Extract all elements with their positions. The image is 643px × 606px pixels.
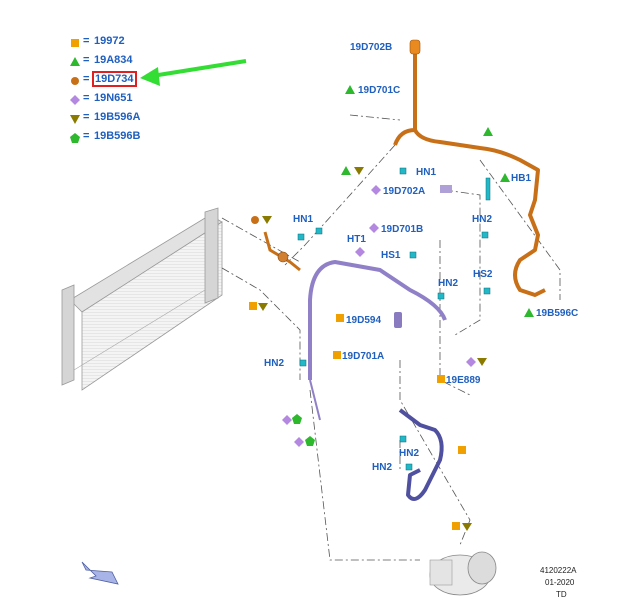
- olive-down-triangle-icon: [70, 115, 80, 124]
- label-19D701C: 19D701C: [358, 85, 400, 96]
- legend-equals: =: [83, 92, 90, 104]
- label-HS2: HS2: [473, 269, 493, 280]
- legend-code-19A834: 19A834: [94, 54, 133, 66]
- legend-code-19972: 19972: [94, 35, 125, 47]
- label-19D701A: 19D701A: [342, 351, 384, 362]
- compressor-drawing: [429, 551, 497, 596]
- hvac-line-19D734: [263, 39, 546, 297]
- label-19D702A: 19D702A: [383, 186, 425, 197]
- hvac-line-purple: [308, 185, 452, 380]
- legend-equals: =: [83, 73, 90, 85]
- label-19E889: 19E889: [446, 375, 481, 386]
- label-HN2-lower: HN2: [399, 448, 419, 459]
- legend-equals: =: [83, 35, 90, 47]
- label-19D701B: 19D701B: [381, 224, 423, 235]
- label-HS1: HS1: [381, 250, 401, 261]
- part-labels: 19D702B 19D701C HN1 HB1 19D702A HN1 HT1 …: [264, 42, 578, 473]
- purple-diamond-icon: [70, 95, 80, 105]
- green-triangle-icon: [70, 57, 80, 66]
- label-19D702B: 19D702B: [350, 42, 392, 53]
- green-pentagon-icon: [70, 133, 80, 143]
- figure-date: 01-2020: [545, 578, 575, 587]
- label-HN1-top: HN1: [416, 167, 436, 178]
- yellow-square-icon: [71, 39, 79, 47]
- label-19D594: 19D594: [346, 315, 381, 326]
- leader-lines: [221, 114, 561, 561]
- hvac-line-lower: [309, 379, 444, 501]
- legend-code-19B596B: 19B596B: [94, 130, 141, 142]
- orange-circle-icon: [71, 77, 79, 85]
- callout-symbols: [249, 85, 534, 531]
- label-HN1-left: HN1: [293, 214, 313, 225]
- pointer-arrow: [140, 59, 247, 86]
- clip-markers: [297, 167, 491, 471]
- legend-code-19B596A: 19B596A: [94, 111, 141, 123]
- front-arrow-icon: [81, 561, 119, 585]
- label-HB1: HB1: [511, 173, 531, 184]
- label-HN2-left: HN2: [264, 358, 284, 369]
- label-19B596C: 19B596C: [536, 308, 578, 319]
- legend-code-19N651: 19N651: [94, 92, 133, 104]
- legend-equals: =: [83, 54, 90, 66]
- figure-code: 4120222A: [540, 566, 577, 575]
- legend-equals: =: [83, 130, 90, 142]
- condenser-drawing: [61, 207, 223, 391]
- figure-initials: TD: [556, 590, 567, 599]
- label-HN2-right: HN2: [472, 214, 492, 225]
- label-HN2-bottom: HN2: [372, 462, 392, 473]
- legend-code-19D734-highlighted: 19D734: [92, 71, 137, 87]
- legend-equals: =: [83, 111, 90, 123]
- label-HN2-mid: HN2: [438, 278, 458, 289]
- label-HT1: HT1: [347, 234, 366, 245]
